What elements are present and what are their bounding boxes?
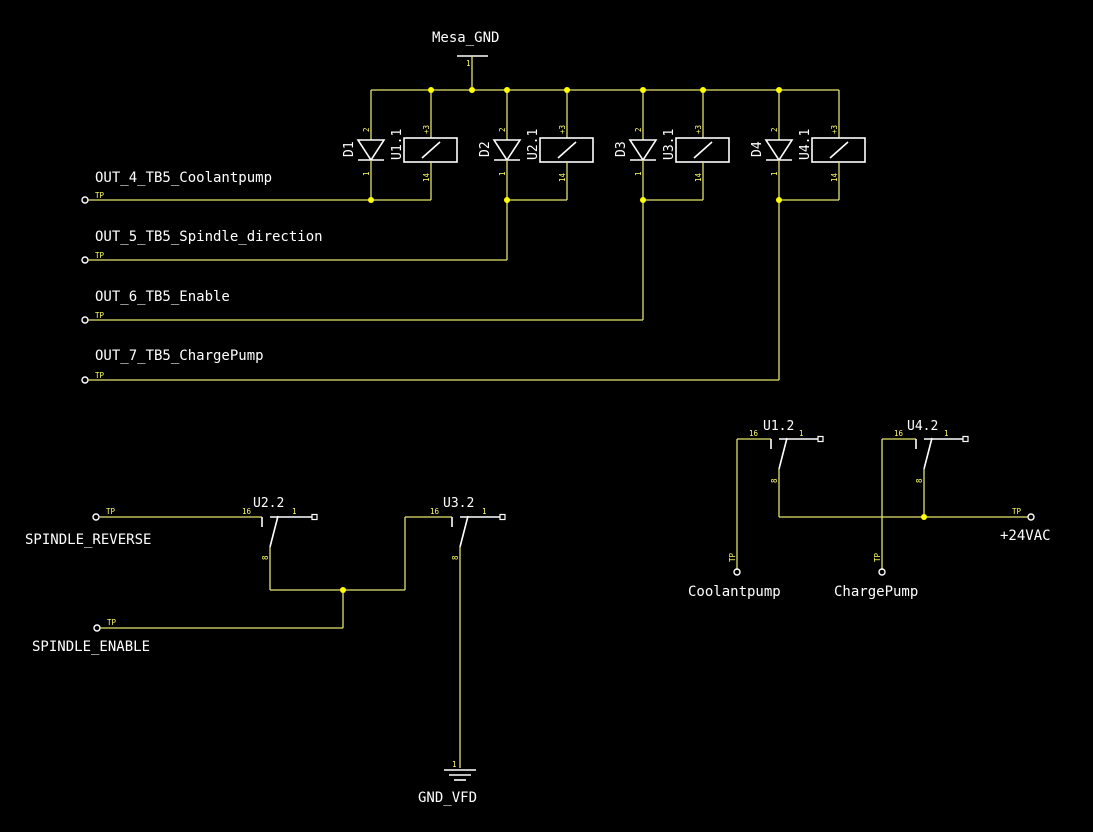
testpoint-out6: OUT_6_TB5_Enable TP bbox=[81, 200, 644, 324]
mesa-gnd-symbol: Mesa_GND 1 bbox=[432, 30, 499, 90]
u1-2-ref: U1.2 bbox=[763, 419, 794, 434]
u4-1-pin14: 14 bbox=[830, 172, 839, 182]
u2-2-pin16: 16 bbox=[242, 507, 252, 516]
testpoint-spindle-reverse: SPINDLE_REVERSE TP bbox=[25, 507, 262, 548]
relay-coil-u2-1: U2.1 +3 14 bbox=[526, 90, 594, 200]
u1-1-pin14: 14 bbox=[422, 172, 431, 182]
u1-2-pin8: 8 bbox=[770, 478, 779, 483]
relay-coil-u4-1: U4.1 +3 14 bbox=[798, 90, 866, 200]
relay-coil-u3-1: U3.1 +3 14 bbox=[662, 90, 730, 200]
junctions-top bbox=[368, 87, 782, 203]
d4-ref: D4 bbox=[750, 141, 765, 157]
u4-1-pin3: +3 bbox=[830, 125, 839, 134]
u3-1-pin3: +3 bbox=[694, 125, 703, 134]
testpoint-out7: OUT_7_TB5_ChargePump TP bbox=[81, 200, 780, 384]
coolantpump-label: Coolantpump bbox=[688, 584, 781, 600]
diode-d1-group: D1 2 1 bbox=[342, 90, 386, 200]
u1-1-ref: U1.1 bbox=[390, 129, 405, 160]
u4-2-ref: U4.2 bbox=[907, 419, 938, 434]
d3-ref: D3 bbox=[614, 141, 629, 157]
d1-ref: D1 bbox=[342, 141, 357, 157]
d3-pin2: 2 bbox=[634, 127, 643, 132]
u2-2-ref: U2.2 bbox=[253, 496, 284, 511]
d1-pin2: 2 bbox=[362, 127, 371, 132]
d4-pin2: 2 bbox=[770, 127, 779, 132]
u3-2-pin1: 1 bbox=[482, 507, 487, 516]
gnd-vfd-symbol: 1 GND_VFD bbox=[418, 760, 477, 806]
v24ac-label: +24VAC bbox=[1000, 528, 1051, 544]
u1-2-pin16: 16 bbox=[749, 429, 759, 438]
diode-d2-group: D2 2 1 bbox=[478, 90, 522, 200]
relay-coil-u1-1: U1.1 +3 14 bbox=[390, 90, 458, 200]
d2-pin2: 2 bbox=[498, 127, 507, 132]
u2-1-pin14: 14 bbox=[558, 172, 567, 182]
u1-2-pin1: 1 bbox=[799, 429, 804, 438]
diode-d3-group: D3 2 1 bbox=[614, 90, 658, 200]
gnd-vfd-label: GND_VFD bbox=[418, 790, 477, 806]
out4-tp: TP bbox=[95, 191, 105, 200]
spindle-reverse-label: SPINDLE_REVERSE bbox=[25, 532, 151, 548]
out5-tp: TP bbox=[95, 251, 105, 260]
u3-2-pin8: 8 bbox=[451, 555, 460, 560]
u1-1-pin3: +3 bbox=[422, 125, 431, 134]
coolantpump-tp: TP bbox=[728, 552, 737, 562]
out4-label: OUT_4_TB5_Coolantpump bbox=[95, 170, 272, 186]
diode-d4-group: D4 2 1 bbox=[750, 90, 794, 200]
u4-2-pin1: 1 bbox=[944, 429, 949, 438]
gnd-vfd-pin: 1 bbox=[452, 760, 457, 769]
u4-2-pin8: 8 bbox=[915, 478, 924, 483]
u2-2-pin8: 8 bbox=[261, 555, 270, 560]
spindle-enable-label: SPINDLE_ENABLE bbox=[32, 639, 150, 655]
u2-2-pin1: 1 bbox=[292, 507, 297, 516]
u4-1-ref: U4.1 bbox=[798, 129, 813, 160]
u3-1-pin14: 14 bbox=[694, 172, 703, 182]
testpoint-spindle-enable: SPINDLE_ENABLE TP bbox=[32, 618, 343, 655]
u2-1-ref: U2.1 bbox=[526, 129, 541, 160]
relay-contact-u3-2: U3.2 16 1 8 bbox=[405, 496, 506, 768]
v24ac-tp: TP bbox=[1012, 507, 1022, 516]
testpoint-24vac: TP +24VAC bbox=[1000, 507, 1051, 544]
out5-label: OUT_5_TB5_Spindle_direction bbox=[95, 229, 323, 245]
u3-1-ref: U3.1 bbox=[662, 129, 677, 160]
out7-label: OUT_7_TB5_ChargePump bbox=[95, 348, 264, 364]
mesa-gnd-pin: 1 bbox=[466, 59, 471, 68]
chargepump-label: ChargePump bbox=[834, 584, 918, 600]
spindle-enable-tp: TP bbox=[107, 618, 117, 627]
spindle-reverse-tp: TP bbox=[106, 507, 116, 516]
u2-1-pin3: +3 bbox=[558, 125, 567, 134]
u4-2-pin16: 16 bbox=[894, 429, 904, 438]
testpoint-out5: OUT_5_TB5_Spindle_direction TP bbox=[81, 200, 508, 264]
relay-contact-u1-2: U1.2 16 1 8 bbox=[736, 419, 824, 570]
mesa-gnd-label: Mesa_GND bbox=[432, 30, 499, 46]
d2-ref: D2 bbox=[478, 141, 493, 157]
d3-pin1: 1 bbox=[634, 171, 643, 176]
testpoint-chargepump: TP ChargePump bbox=[834, 552, 918, 600]
testpoint-out4: OUT_4_TB5_Coolantpump TP bbox=[81, 170, 371, 204]
d2-pin1: 1 bbox=[498, 171, 507, 176]
out7-tp: TP bbox=[95, 371, 105, 380]
u3-2-pin16: 16 bbox=[430, 507, 440, 516]
out6-label: OUT_6_TB5_Enable bbox=[95, 289, 230, 305]
d1-pin1: 1 bbox=[362, 171, 371, 176]
out6-tp: TP bbox=[95, 311, 105, 320]
u3-2-ref: U3.2 bbox=[443, 496, 474, 511]
relay-contact-u2-2: U2.2 16 1 8 bbox=[242, 496, 318, 590]
testpoint-coolantpump: TP Coolantpump bbox=[688, 552, 781, 600]
d4-pin1: 1 bbox=[770, 171, 779, 176]
chargepump-tp: TP bbox=[873, 552, 882, 562]
relay-contact-u4-2: U4.2 16 1 8 bbox=[881, 419, 969, 570]
